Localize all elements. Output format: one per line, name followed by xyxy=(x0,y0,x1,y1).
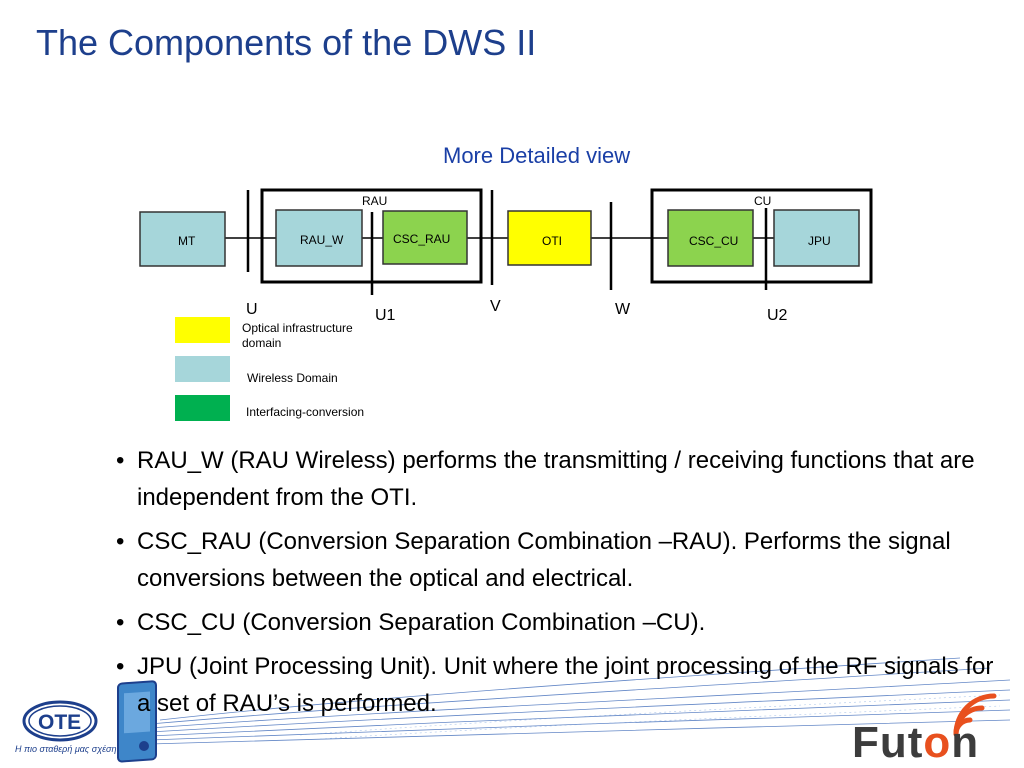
bullet-item: JPU (Joint Processing Unit). Unit where … xyxy=(116,648,996,722)
mt-box xyxy=(139,211,226,267)
interface-label-w: W xyxy=(615,301,631,318)
oti-box xyxy=(507,210,592,266)
oti-label: OTI xyxy=(542,234,562,248)
bullet-list: RAU_W (RAU Wireless) performs the transm… xyxy=(116,442,996,729)
cu-group-label: CU xyxy=(754,194,771,208)
futon-logo-suffix: n xyxy=(951,718,980,767)
bullet-item: CSC_CU (Conversion Separation Combinatio… xyxy=(116,604,996,641)
cu-group-frame xyxy=(650,188,873,284)
csc-cu-box xyxy=(667,209,754,267)
diagram-subtitle: More Detailed view xyxy=(443,143,631,168)
rau-group-label: RAU xyxy=(362,194,387,208)
csc-rau-box xyxy=(382,210,468,265)
rau-w-label: RAU_W xyxy=(300,233,344,247)
architecture-diagram: RAU CU MT RAU_W CSC_RAU OTI CSC_CU JPU U… xyxy=(139,188,873,324)
csc-cu-label: CSC_CU xyxy=(689,234,738,248)
futon-logo-prefix: Fut xyxy=(852,718,924,767)
bullet-item: CSC_RAU (Conversion Separation Combinati… xyxy=(116,523,996,597)
bullet-item: RAU_W (RAU Wireless) performs the transm… xyxy=(116,442,996,516)
mt-label: MT xyxy=(178,234,196,248)
csc-rau-label: CSC_RAU xyxy=(393,232,450,246)
ote-logo: OTE xyxy=(22,700,98,747)
ote-tagline: Η πιο σταθερή μας σχέση xyxy=(15,744,117,754)
interface-label-u2: U2 xyxy=(767,307,788,324)
ote-logo-text: OTE xyxy=(38,711,81,734)
rau-w-box xyxy=(275,209,363,267)
slide-title: The Components of the DWS II xyxy=(36,22,537,63)
interface-label-u: U xyxy=(246,301,258,318)
futon-logo-o: o xyxy=(923,718,952,767)
jpu-label: JPU xyxy=(808,234,831,248)
interface-label-v: V xyxy=(490,298,501,315)
jpu-box xyxy=(773,209,860,267)
ote-logo-icon: OTE xyxy=(22,700,98,742)
futon-logo: Futon xyxy=(852,718,979,768)
interface-label-u1: U1 xyxy=(375,307,396,324)
